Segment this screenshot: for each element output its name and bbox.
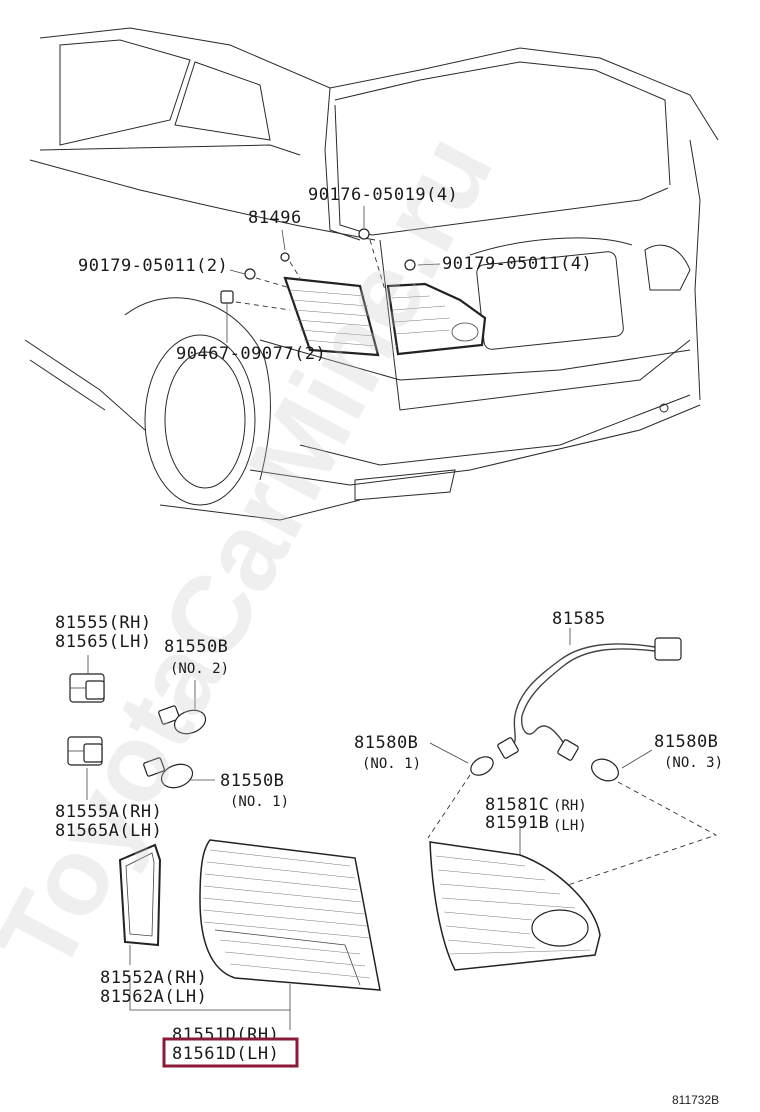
callout-81550b-no2-sub: (NO. 2) xyxy=(170,661,229,677)
bulb-81550b-no1-icon xyxy=(143,757,215,789)
callout-81580b-no3-sub: (NO. 3) xyxy=(664,755,723,771)
callout-81555-rh[interactable]: 81555(RH) xyxy=(55,613,152,633)
callout-81585[interactable]: 81585 xyxy=(552,609,606,629)
callout-90176-05019[interactable]: 90176-05019(4) xyxy=(308,185,458,205)
diagram-id: 811732B xyxy=(672,1093,719,1107)
callout-81555a-rh[interactable]: 81555A(RH) xyxy=(55,802,162,822)
callout-81496[interactable]: 81496 xyxy=(248,208,302,228)
socket-81555-icon xyxy=(69,655,105,703)
callout-81580b-no3[interactable]: 81580B xyxy=(654,732,718,752)
callout-81550b-no1-sub: (NO. 1) xyxy=(230,794,289,810)
callout-81562a-lh[interactable]: 81562A(LH) xyxy=(100,987,207,1007)
socket-81555a-icon xyxy=(67,736,103,800)
callout-81550b-no2[interactable]: 81550B xyxy=(164,637,228,657)
callout-90179-05011-right[interactable]: 90179-05011(4) xyxy=(442,254,592,274)
outer-tail-lamp-on-body xyxy=(283,276,380,357)
vehicle-outline xyxy=(24,27,719,521)
inner-lamp-81581c-icon xyxy=(429,828,601,971)
outer-lamp-81551d-icon xyxy=(129,839,381,1030)
callout-81591b-lh: (LH) xyxy=(553,818,587,834)
callout-81581c-rh: (RH) xyxy=(553,798,587,814)
callout-81580b-no1-sub: (NO. 1) xyxy=(362,756,421,772)
callout-81565a-lh[interactable]: 81565A(LH) xyxy=(55,821,162,841)
callout-labels: 81496 90176-05019(4) 90179-05011(2) 9017… xyxy=(55,185,723,1068)
callout-81552a-rh[interactable]: 81552A(RH) xyxy=(100,968,207,988)
gasket-81552a-icon xyxy=(118,843,162,965)
callout-81581c[interactable]: 81581C xyxy=(485,795,549,815)
fastener-leaders xyxy=(226,206,441,343)
wire-harness-81585-icon xyxy=(427,628,718,886)
highlight-box-81561d xyxy=(162,1037,299,1068)
bulb-81550b-no2-icon xyxy=(158,680,207,735)
inner-tail-lamp-on-body xyxy=(386,282,487,356)
callout-90467-09077[interactable]: 90467-09077(2) xyxy=(176,344,326,364)
callout-81591b[interactable]: 81591B xyxy=(485,813,549,833)
callout-81565-lh[interactable]: 81565(LH) xyxy=(55,632,152,652)
callout-81550b-no1[interactable]: 81550B xyxy=(220,771,284,791)
callout-81561d-lh[interactable]: 81561D(LH) xyxy=(172,1044,279,1064)
callout-90179-05011-left[interactable]: 90179-05011(2) xyxy=(78,256,228,276)
callout-81580b-no1[interactable]: 81580B xyxy=(354,733,418,753)
